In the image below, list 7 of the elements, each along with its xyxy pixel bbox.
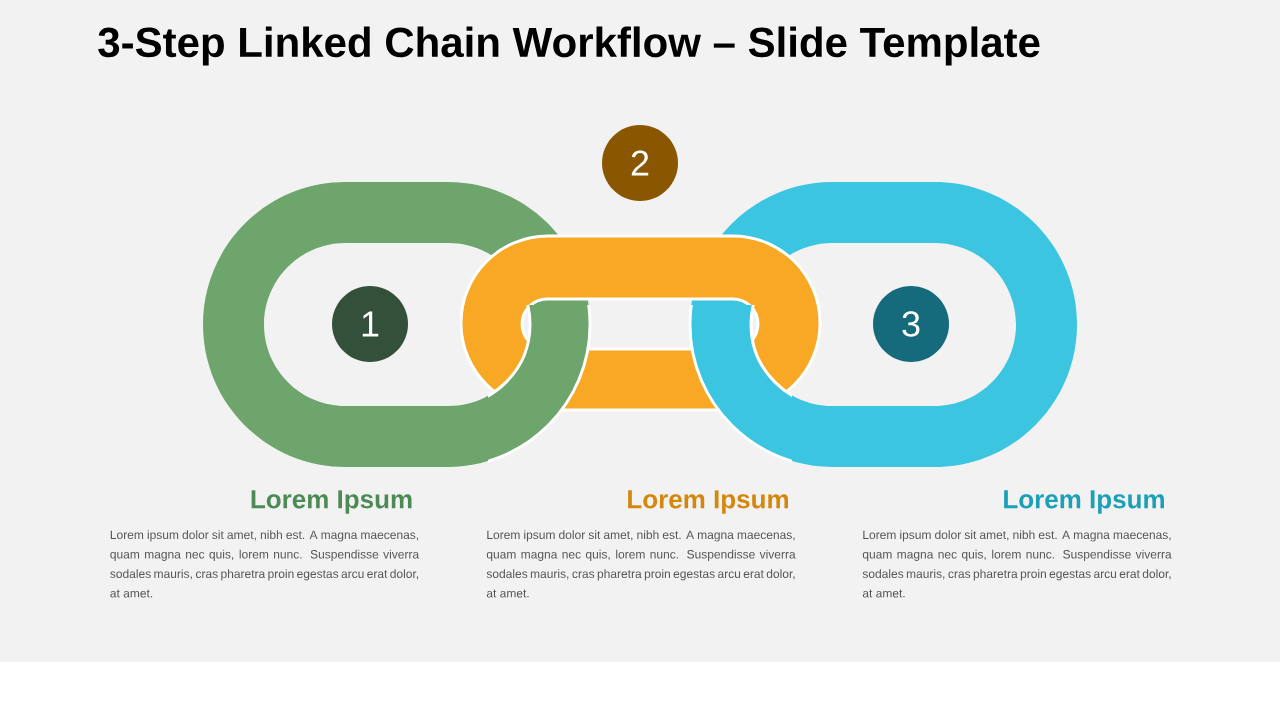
step-heading: Lorem Ipsum xyxy=(251,490,412,514)
step-description: Lorem ipsum dolor sit amet, nibh est. A magna maecenas, quam magna nec quis, lorem nunc. Suspendisse viverra sodales mauris, cras pharetra proin egestas arcu erat dolor, at amet. xyxy=(110,530,420,598)
step-heading: Lorem Ipsum xyxy=(628,490,788,514)
step-description: Lorem ipsum dolor sit amet, nibh est. A magna maecenas, quam magna nec quis, lorem nunc. Suspendisse viverra sodales mauris, cras pharetra proin egestas arcu erat dolor, at amet. xyxy=(862,530,1172,598)
step-heading: Lorem Ipsum xyxy=(1004,490,1164,514)
title: 3-Step Linked Chain Workflow – Slide Template xyxy=(98,26,1040,66)
step-description: Lorem ipsum dolor sit amet, nibh est. A magna maecenas, quam magna nec quis, lorem nunc. Suspendisse viverra sodales mauris, cras pharetra proin egestas arcu erat dolor, at amet. xyxy=(486,530,796,598)
